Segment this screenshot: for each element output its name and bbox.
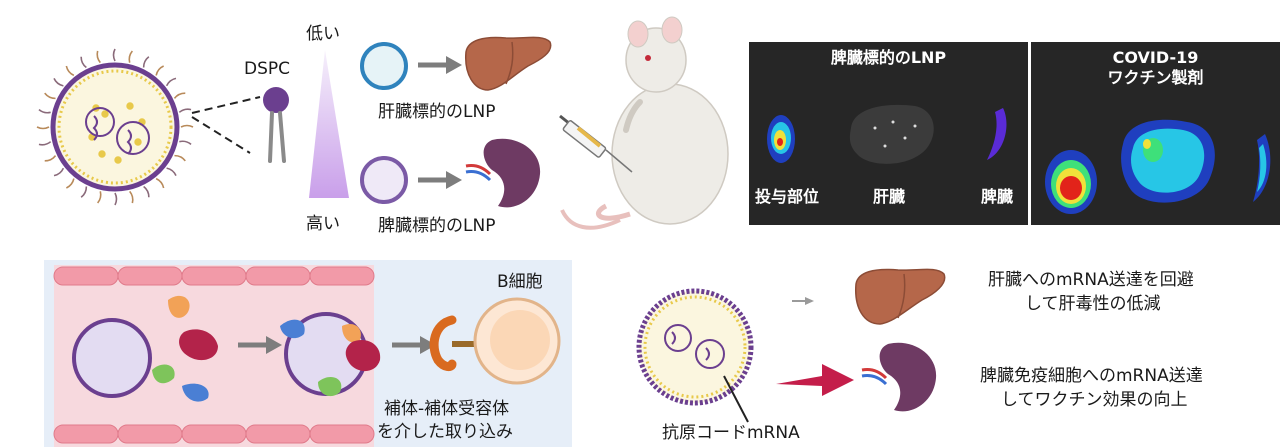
liver-icon-bottom — [855, 268, 946, 325]
peg-lipid-strand — [44, 92, 56, 100]
peg-lipid-strand — [128, 50, 133, 63]
b-cell-label: B細胞 — [497, 272, 543, 292]
imaging-panel2-title-line1: COVID-19 — [1112, 48, 1199, 67]
peg-lipid-strand — [142, 56, 150, 68]
b-cell — [473, 297, 561, 385]
lnp-particle-bottom — [636, 288, 754, 423]
peg-lipid-strand — [179, 140, 192, 145]
spleen-signal — [987, 108, 1007, 160]
arrow-red-to-spleen — [776, 364, 854, 396]
lnp-circle-in-vessel — [72, 318, 152, 398]
arrow-gray-2 — [392, 336, 436, 354]
peg-lipid-strand — [80, 186, 88, 198]
arrow-to-liver — [418, 56, 462, 74]
vessel-wall-top — [53, 266, 375, 286]
vaccine-injection-signal — [1045, 150, 1097, 214]
peg-lipid-strand — [38, 109, 51, 114]
note-liver-line2: して肝毒性の低減 — [1025, 294, 1161, 314]
peg-lipid-strand — [114, 192, 118, 206]
arrow-small-to-liver — [792, 297, 814, 305]
opsonized-lnp — [280, 312, 381, 397]
peg-lipid-strand — [112, 48, 116, 62]
gradient-high-label: 高い — [306, 214, 340, 234]
mrna-label: 抗原コードmRNA — [662, 423, 800, 443]
injection-site-signal — [767, 115, 795, 163]
dspc-gradient-wedge — [309, 50, 349, 198]
vaccine-spleen-signal — [1253, 134, 1271, 202]
uptake-caption-line2: を介した取り込み — [377, 422, 513, 442]
peg-lipid-strand — [38, 141, 52, 146]
peg-lipid-strand — [174, 154, 186, 162]
spleen-label: 脾臓 — [981, 187, 1014, 206]
peg-lipid-strand — [165, 77, 177, 87]
complement-proteins — [152, 295, 218, 402]
peg-lipid-strand — [173, 92, 186, 99]
peg-lipid-strand — [65, 65, 75, 77]
liver-lnp-label: 肝臓標的のLNP — [378, 102, 496, 122]
note-spleen-line1: 脾臓免疫細胞へのmRNA送達 — [980, 366, 1203, 386]
note-liver-line1: 肝臓へのmRNA送達を回避 — [988, 270, 1194, 290]
spleen-icon — [465, 138, 541, 208]
imaging-panel-spleen-lnp: 脾臓標的のLNP 投与部位 肝臓 脾臓 — [749, 42, 1028, 225]
peg-lipid-strand — [129, 190, 134, 204]
lnp-particle-top — [36, 48, 194, 206]
dspc-lipid-icon — [263, 87, 289, 163]
liver-lnp-circle — [360, 42, 408, 90]
peg-lipid-strand — [97, 191, 102, 204]
imaging-panel-covid-vaccine: COVID-19 ワクチン製剤 — [1031, 42, 1280, 225]
dspc-label: DSPC — [244, 59, 291, 79]
vessel-wall-bottom — [53, 424, 375, 444]
arrow-gray-1 — [238, 336, 282, 354]
gradient-low-label: 低い — [306, 24, 340, 44]
peg-lipid-strand — [155, 65, 164, 76]
injection-site-label: 投与部位 — [755, 187, 820, 206]
peg-lipid-strand — [66, 178, 75, 189]
peg-lipid-strand — [178, 108, 192, 113]
peg-lipid-strand — [143, 185, 150, 198]
arrow-to-spleen — [418, 171, 462, 189]
peg-lipid-strand — [80, 56, 87, 69]
imaging-panel1-title: 脾臓標的のLNP — [830, 48, 947, 67]
peg-lipid-strand — [96, 50, 101, 64]
peg-lipid-strand — [53, 78, 64, 87]
peg-lipid-strand — [155, 177, 165, 189]
liver-tissue — [849, 104, 934, 164]
peg-lipid-strand — [166, 167, 177, 176]
spleen-lnp-label: 脾臓標的のLNP — [378, 216, 496, 236]
peg-lipid-strand — [44, 155, 57, 162]
uptake-caption-line1: 補体-補体受容体 — [384, 399, 510, 419]
peg-lipid-strand — [53, 167, 65, 177]
spleen-icon-bottom — [861, 342, 937, 412]
syringe-icon — [559, 114, 633, 173]
imaging-panel2-title-line2: ワクチン製剤 — [1107, 68, 1204, 87]
liver-label: 肝臓 — [873, 187, 906, 206]
peg-lipid-strand — [36, 126, 50, 130]
vaccine-liver-signal — [1121, 119, 1215, 203]
rat-icon — [560, 16, 729, 230]
zoom-lines — [191, 96, 261, 154]
note-spleen-line2: してワクチン効果の向上 — [1001, 390, 1188, 410]
liver-icon — [465, 36, 552, 91]
spleen-lnp-circle — [360, 156, 408, 204]
peg-lipid-strand — [180, 124, 194, 128]
